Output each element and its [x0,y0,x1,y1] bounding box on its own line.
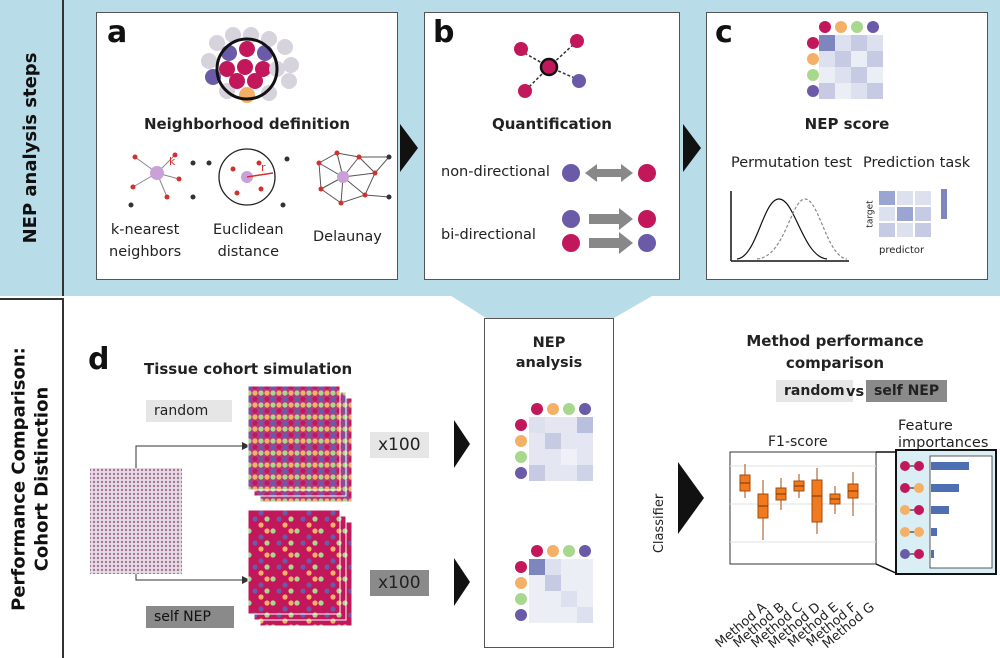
nep-analysis-title: NEP analysis [485,333,613,373]
panel-a-graphics [128,27,392,208]
knn-k-symbol: k [169,155,176,168]
euclid-line2: distance [217,244,280,260]
panel-d-letter: d [88,342,110,377]
nep-analysis-line1: NEP [532,335,566,351]
panel-b-letter: b [433,15,455,50]
method-title: Method performance comparison [730,330,940,374]
euclid-r-symbol: r [261,161,266,174]
panel-d-title: Tissue cohort simulation [144,360,353,378]
self-nep-tissue-stack [247,509,353,627]
nep-analysis-panel: NEP analysis [484,318,614,648]
euclid-line1: Euclidean [213,222,284,238]
delaunay-label: Delaunay [313,229,382,245]
nep-analysis-matrices [515,403,593,623]
quantification-icon [514,34,586,98]
times100-top: x100 [370,432,429,458]
panel-a-letter: a [107,15,128,50]
method-title-line2: comparison [785,354,885,372]
panel-c-graphics [730,21,947,262]
sidebar-bottom: Performance Comparison: Cohort Distincti… [0,298,64,658]
bi-directional-icon [562,208,656,254]
compare-random-tag: random [776,380,853,402]
euclidean-icon [206,148,290,208]
method-title-line1: Method performance [746,332,924,350]
knn-icon [128,152,196,208]
random-tag: random [146,400,232,422]
feature-importance-label: Feature importances [898,418,988,452]
panel-c-title: NEP score [804,115,890,133]
panel-b-graphics [514,34,656,254]
panel-a-title: Neighborhood definition [143,115,351,133]
panel-a: a [96,12,398,280]
non-directional-icon [562,164,656,182]
non-directional-label: non-directional [441,164,550,180]
nep-analysis-line2: analysis [515,355,583,371]
compare-self-tag: self NEP [866,380,948,402]
box-method-g [847,472,859,516]
f1-plot-frame [729,451,877,565]
box-method-e [811,468,823,534]
box-method-c [775,478,787,510]
panel-b: b Quantification non-directional bi-dire… [424,12,680,280]
times100-bottom: x100 [370,570,429,596]
delaunay-icon [316,150,392,206]
input-tissue [90,468,182,574]
box-method-b [757,480,769,540]
random-tissue-stack [247,385,353,503]
permutation-plot-icon [730,191,849,262]
prediction-matrix-icon [879,189,947,237]
box-method-f [829,486,841,514]
permutation-label: Permutation test [731,155,852,171]
feat-line1: Feature [898,418,953,434]
nep-matrix-icon [807,21,883,99]
panel-c-letter: c [715,15,733,50]
self-nep-tag: self NEP [146,606,234,628]
cell-cluster [201,27,299,103]
box-method-a [739,464,751,498]
feature-bars [931,462,969,558]
knn-line2: neighbors [109,244,182,260]
box-method-d [793,474,805,498]
feature-pairs [900,461,924,559]
knn-line1: k-nearest [110,222,180,238]
f1-label: F1-score [768,434,828,450]
predictor-label: predictor [879,245,925,256]
compare-vs: vs [846,384,865,400]
panel-c: c [706,12,988,280]
panel-b-title: Quantification [492,115,612,133]
bi-directional-label: bi-directional [441,227,536,243]
sidebar-top: NEP analysis steps [0,0,64,296]
knn-label: k-nearest neighbors [109,219,181,263]
feat-line2: importances [898,435,989,451]
prediction-label: Prediction task [863,155,971,171]
euclid-label: Euclidean distance [213,219,284,263]
